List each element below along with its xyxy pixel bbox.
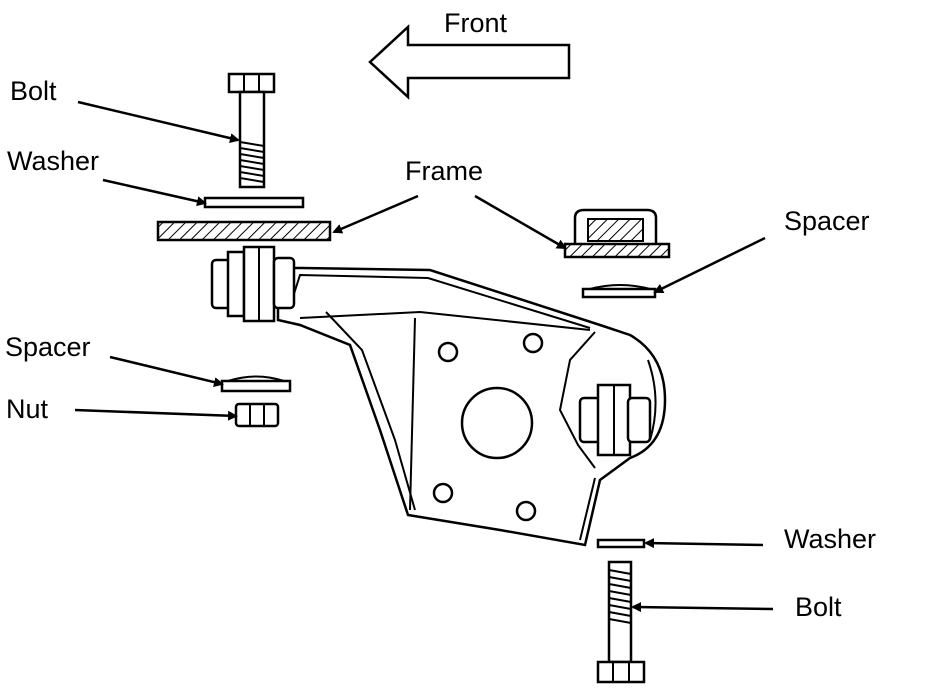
label-bolt-top: Bolt — [10, 76, 57, 106]
leader-washer-bottom — [644, 538, 764, 549]
right-spacer — [581, 284, 657, 299]
label-front: Front — [444, 8, 508, 38]
bottom-bolt — [596, 560, 646, 684]
label-washer-bottom: Washer — [784, 524, 876, 554]
left-bushing — [210, 245, 296, 323]
leader-spacer-right — [653, 236, 766, 294]
label-frame: Frame — [405, 156, 483, 186]
leader-bolt-top — [77, 100, 240, 144]
front-direction-arrow — [368, 24, 571, 100]
top-washer — [203, 196, 305, 209]
label-bolt-bottom: Bolt — [795, 592, 842, 622]
leader-nut — [74, 408, 238, 421]
left-spacer — [220, 375, 292, 393]
frame-section-left — [156, 220, 332, 242]
right-bushing — [578, 383, 652, 457]
frame-section-right — [563, 208, 671, 259]
leader-frame-left — [332, 194, 419, 234]
leader-spacer-left — [109, 355, 224, 387]
label-washer-top: Washer — [7, 146, 99, 176]
label-spacer-right: Spacer — [784, 206, 870, 236]
mount-bracket — [276, 266, 667, 547]
leader-washer-top — [102, 178, 207, 207]
leader-bolt-bottom — [631, 602, 774, 613]
leader-frame-right — [474, 194, 567, 250]
nut — [234, 402, 280, 428]
top-bolt — [227, 72, 276, 189]
leader-arrows — [74, 100, 774, 613]
label-spacer-left: Spacer — [5, 332, 91, 362]
bottom-washer — [596, 538, 646, 549]
label-nut: Nut — [6, 394, 49, 424]
